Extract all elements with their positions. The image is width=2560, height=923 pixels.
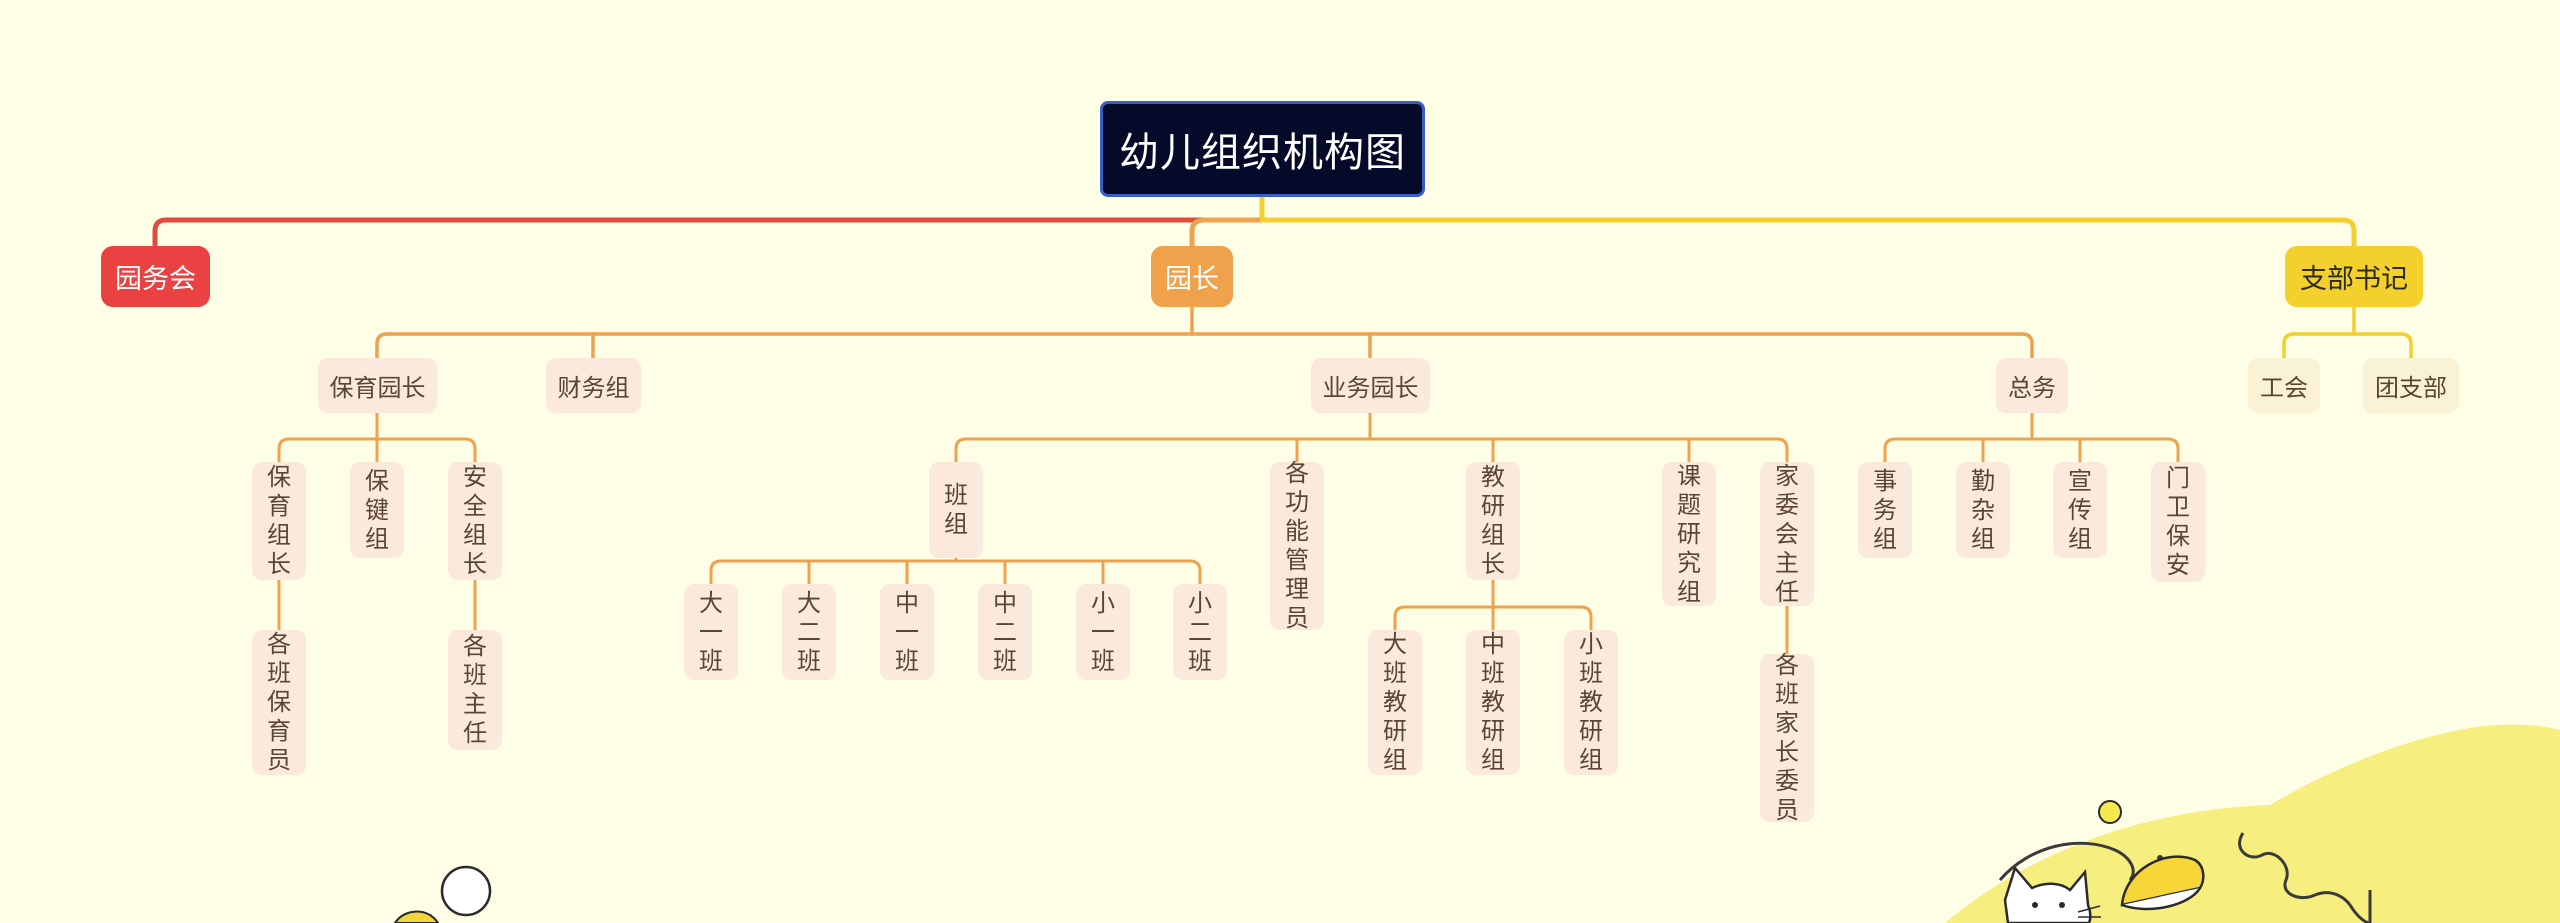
node-research-project-group[interactable]: 课 题 研 究 组 [1662, 462, 1716, 606]
root-title[interactable]: 幼儿组织机构图 [1100, 101, 1425, 197]
node-health-group[interactable]: 保 键 组 [350, 462, 404, 558]
small-leaf [393, 910, 440, 923]
node-misc-group[interactable]: 勤 杂 组 [1956, 462, 2010, 558]
node-class-big-1[interactable]: 大 一 班 [684, 584, 738, 680]
white-ball [440, 865, 492, 917]
branch-principal[interactable]: 园长 [1151, 246, 1233, 307]
node-class-group[interactable]: 班 组 [929, 462, 983, 558]
node-class-big-2[interactable]: 大 二 班 [782, 584, 836, 680]
cat-icon [2003, 865, 2101, 923]
affairs-children-to-child [1883, 437, 1897, 464]
cat-tail [1998, 841, 2135, 881]
node-big-class-research[interactable]: 大 班 教 研 组 [1368, 630, 1422, 775]
secretary-children-to-child [2282, 332, 2296, 360]
root-to-principal [1189, 217, 1265, 249]
root-to-council [152, 217, 1265, 249]
affairs-children-to-child [2166, 437, 2180, 464]
node-labor-union[interactable]: 工会 [2248, 358, 2320, 413]
research-children-to-child [1579, 605, 1593, 632]
node-middle-class-research[interactable]: 中 班 教 研 组 [1466, 630, 1520, 775]
node-academic-principal[interactable]: 业务园长 [1311, 358, 1430, 413]
node-class-parent-committee[interactable]: 各 班 家 长 委 员 [1760, 651, 1814, 824]
node-general-affairs[interactable]: 总务 [1996, 358, 2068, 413]
node-childcare-leader[interactable]: 保 育 组 长 [252, 462, 306, 580]
node-class-middle-2[interactable]: 中 二 班 [978, 584, 1032, 680]
node-class-caregivers[interactable]: 各 班 保 育 员 [252, 630, 306, 775]
spring-wire [2238, 832, 2372, 923]
node-youth-league[interactable]: 团支部 [2363, 358, 2459, 413]
node-publicity-group[interactable]: 宣 传 组 [2053, 462, 2107, 558]
class-group-children-to-child [709, 559, 723, 586]
node-class-small-2[interactable]: 小 二 班 [1173, 584, 1227, 680]
principal-children-to-child [2020, 332, 2034, 360]
node-childcare-principal[interactable]: 保育园长 [318, 358, 437, 413]
class-group-children-to-child [1188, 559, 1202, 586]
node-class-small-1[interactable]: 小 一 班 [1076, 584, 1130, 680]
node-gate-security[interactable]: 门 卫 保 安 [2151, 462, 2205, 582]
lamp-icon [2120, 855, 2205, 911]
branch-party-secretary[interactable]: 支部书记 [2285, 246, 2423, 307]
research-children-to-child [1393, 605, 1407, 632]
academic-children-to-child [954, 437, 968, 464]
branch-council[interactable]: 园务会 [101, 246, 210, 307]
node-safety-leader[interactable]: 安 全 组 长 [448, 462, 502, 580]
node-class-heads[interactable]: 各 班 主 任 [448, 630, 502, 750]
root-to-secretary [1259, 217, 2357, 249]
secretary-children-to-child [2399, 332, 2413, 360]
node-finance-group[interactable]: 财务组 [546, 358, 641, 413]
childcare-children-to-child [277, 437, 291, 464]
node-function-admins[interactable]: 各 功 能 管 理 员 [1270, 459, 1324, 632]
node-parent-committee-head[interactable]: 家 委 会 主 任 [1760, 462, 1814, 606]
principal-children-to-child [375, 332, 389, 360]
node-affairs-group[interactable]: 事 务 组 [1858, 462, 1912, 558]
yellow-hill-shape [1945, 724, 2560, 923]
yellow-ball [2098, 800, 2122, 824]
childcare-children-to-child [463, 437, 477, 464]
academic-children-to-child [1775, 437, 1789, 464]
node-class-middle-1[interactable]: 中 一 班 [880, 584, 934, 680]
node-small-class-research[interactable]: 小 班 教 研 组 [1564, 630, 1618, 775]
node-teaching-research-leader[interactable]: 教 研 组 长 [1466, 462, 1520, 580]
